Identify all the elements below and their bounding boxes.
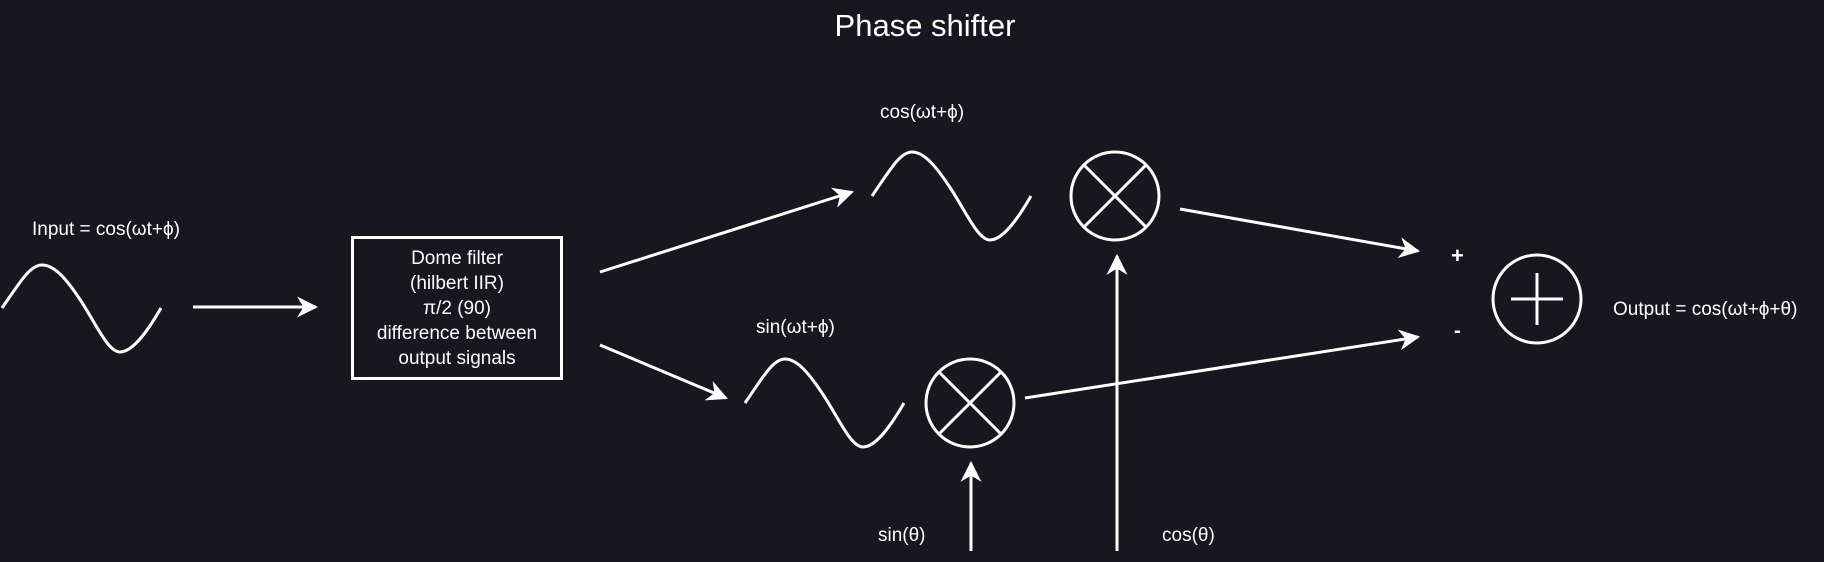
sin-theta-label: sin(θ) <box>878 525 926 546</box>
filter-line-3: π/2 (90) <box>422 297 492 319</box>
output-label: Output = cos(ωt+ϕ+θ) <box>1613 299 1798 320</box>
cos-theta-label: cos(θ) <box>1162 525 1215 546</box>
dome-filter-block: Dome filter (hilbert IIR) π/2 (90) diffe… <box>351 236 563 380</box>
filter-to-cos-arrow <box>599 187 855 274</box>
input-label: Input = cos(ωt+ϕ) <box>32 219 180 240</box>
upper-multiply-circle-icon <box>1069 150 1161 242</box>
minus-sign: - <box>1454 320 1461 342</box>
filter-line-1: Dome filter <box>411 247 503 269</box>
diagram-title: Phase shifter <box>834 8 1016 43</box>
cos-branch-sine-wave-icon <box>870 150 1033 242</box>
lower-product-arrow <box>1024 329 1421 400</box>
filter-line-5: output signals <box>398 347 516 369</box>
upper-product-arrow <box>1179 207 1421 259</box>
summer-plus-circle-icon <box>1491 253 1583 345</box>
filter-line-4: difference between <box>376 322 538 344</box>
sin-branch-sine-wave-icon <box>743 357 906 449</box>
plus-sign: + <box>1451 243 1464 268</box>
filter-line-2: (hilbert IIR) <box>410 272 504 294</box>
input-sine-wave-icon <box>0 263 163 354</box>
filter-to-sin-arrow <box>599 343 728 401</box>
cos-branch-label: cos(ωt+ϕ) <box>880 102 965 123</box>
sin-branch-label: sin(ωt+ϕ) <box>756 317 835 338</box>
lower-multiply-circle-icon <box>924 357 1016 449</box>
